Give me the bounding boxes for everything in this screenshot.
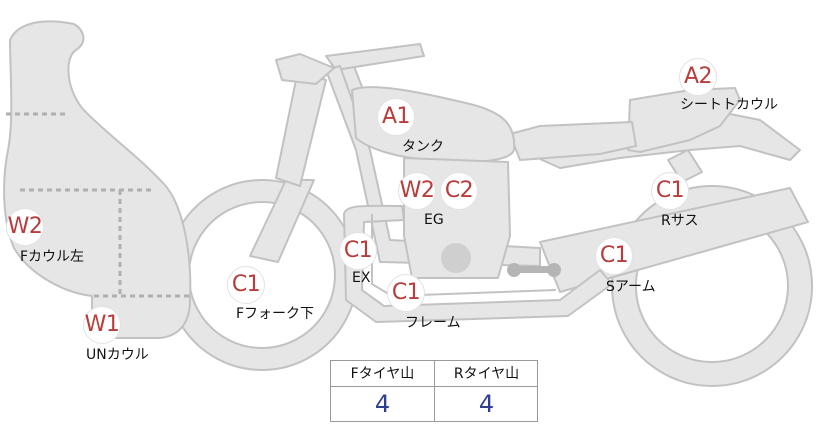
tank-label: タンク (402, 139, 444, 155)
seat-cowl-code-badge: A2 (679, 58, 717, 96)
fork-tube (275, 69, 327, 187)
seat (509, 121, 637, 161)
r-sus-code-badge: C1 (651, 172, 689, 210)
f-fork-code-badge: C1 (227, 266, 265, 304)
engine-code-badge-c2: C2 (440, 172, 478, 210)
exhaust-code-badge: C1 (339, 232, 377, 270)
engine-label: EG (424, 212, 444, 228)
engine-cover (441, 243, 471, 273)
front-tread-value: 4 (374, 390, 391, 418)
s-arm-label: Sアーム (606, 279, 656, 295)
front-tread-header: Fタイヤ山 (331, 361, 434, 387)
frame-code-badge: C1 (387, 274, 425, 312)
s-arm-code-badge: C1 (595, 237, 633, 275)
under-cowl-code-badge: W1 (83, 306, 121, 344)
rear-tread-header: Rタイヤ山 (435, 361, 538, 387)
exhaust-label: EX (352, 270, 371, 286)
front-cowl (3, 20, 192, 339)
engine-code-badge-w2: W2 (398, 172, 436, 210)
seat-cowl-label: シートトカウル (680, 97, 778, 113)
headstock (275, 53, 335, 85)
footpeg (507, 263, 561, 277)
front-fork (249, 179, 315, 263)
exhaust-pipes (343, 204, 613, 323)
f-fork-label: Fフォーク下 (236, 306, 315, 322)
under-cowl-label: UNカウル (86, 347, 149, 363)
frame-label: フレーム (405, 315, 461, 331)
f-cowl-l-code-badge: W2 (6, 208, 44, 246)
r-sus-label: Rサス (661, 213, 699, 229)
f-cowl-l-label: Fカウル左 (20, 249, 85, 265)
frame-spar-upper (325, 43, 425, 71)
tire-tread-table: Fタイヤ山 Rタイヤ山 4 4 (330, 360, 538, 422)
table-divider (434, 361, 435, 421)
tank-code-badge: A1 (377, 98, 415, 136)
rear-tread-value: 4 (478, 390, 495, 418)
